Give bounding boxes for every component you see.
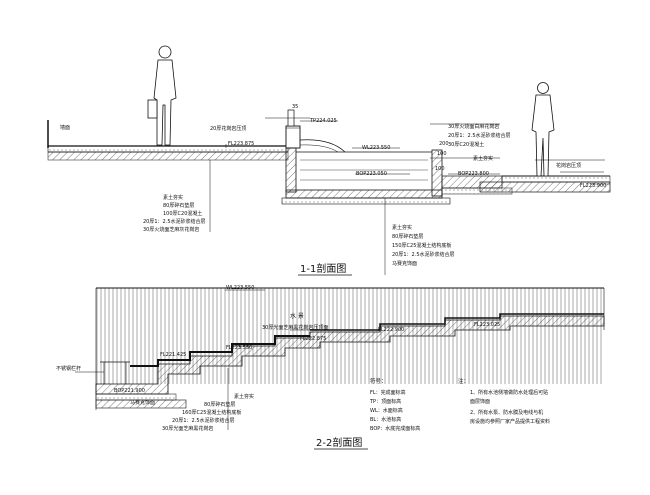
left-layer-text: 80厚碎石垫层 [163,202,194,209]
bop-right-label: BOP223.800 [458,171,489,177]
dim-a-label: 35 [292,104,298,110]
right-layer-text: 30厚火烧面白麻花岗岩 [448,123,499,130]
grass-label: 花岗岩压顶 [556,162,581,169]
bottom-layer-callouts: 素土夯实 80厚碎石垫层 150厚C25混凝土结构底板 20厚1：2.5水泥砂浆… [392,224,455,267]
fl-left-label: FL223.875 [228,141,254,147]
right-layer-callouts: 30厚火烧面白麻花岗岩 20厚1：2.5水泥砂浆结合层 30厚C20混凝土 素土… [448,123,511,162]
note-line: 面层饰面 [470,398,490,405]
wall-label: 墙面 [60,124,70,131]
fl-2-2-5-label: FL223.025 [474,322,500,328]
note-line: 2、所有水泵、防水膜及电线与机 [470,409,543,416]
symbol-legend: 符号： FL：完成面标高 TP：顶面标高 WL：水面标高 BL：水池标高 BOP… [369,377,420,432]
fl-2-2-4-label: FL222.900 [378,327,404,333]
layer-text: 80厚碎石垫层 [204,401,235,408]
bottom-layer-text: 20厚1：2.5水泥砂浆结合层 [392,251,455,258]
fl-right-label: FL223.900 [580,183,606,189]
bop-pool-label: BOP223.050 [356,171,387,177]
section-title-2-2: 2-2剖面图 [316,436,362,449]
legend-item: WL：水面标高 [370,407,403,414]
notes: 注： 1、所有水池侧墙做防水处理后可贴 面层饰面 2、所有水泵、防水膜及电线与机… [458,377,550,425]
layer-text: 素土夯实 [234,393,254,400]
bottom-layer-text: 150厚C25混凝土结构底板 [392,242,451,249]
section-title-1-1: 1-1剖面图 [300,262,346,275]
bottom-layer-text: 80厚碎石垫层 [392,233,423,240]
fl-2-2-1-label: FL221.425 [160,352,186,358]
left-layer-text: 100厚C20混凝土 [163,210,202,217]
left-layer-text: 20厚1：2.5水泥砂浆结合层 [143,218,206,225]
person-figure-left [147,45,177,146]
edge-label: 20厚花岗岩压顶 [210,125,246,132]
railing-label: 不锈钢栏杆 [56,365,81,372]
notes-heading: 注： [458,377,469,385]
right-layer-text: 素土夯实 [473,155,493,162]
person-figure-right [531,82,555,177]
dim-d-label: 100 [435,166,445,172]
section-1-1: 墙面 20厚花岗岩压顶 FL223.875 TP224.025 WL223.55… [47,45,611,276]
dim-c-label: 100 [437,151,447,157]
edge-2-2-label: 30厚光面芝麻黑花岗岩压顶面 [262,324,328,331]
fl-2-2-3-label: FL222.875 [300,336,326,342]
layer-text: 160厚C25混凝土结构底板 [182,409,241,416]
legend-heading: 符号： [370,377,387,385]
left-layer-callouts: 素土夯实 80厚碎石垫层 100厚C20混凝土 20厚1：2.5水泥砂浆结合层 … [143,194,206,233]
note-line: 房设施均参照厂家产品提供工程资料 [470,418,550,425]
legend-item: TP：顶面标高 [369,398,401,405]
note-line: 1、所有水池侧墙做防水处理后可贴 [470,389,548,396]
legend-item: BL：水池标高 [370,416,401,423]
right-layer-text: 30厚C20混凝土 [448,141,484,148]
tp-label: TP224.025 [309,118,337,124]
section-2-2: WL223.550 水 景 30厚光面芝麻黑花岗岩压顶面 不锈钢栏杆 FL221… [56,285,605,450]
left-layer-text: 素土夯实 [163,194,183,201]
wl-2-2-label: WL223.550 [226,285,254,291]
section-2-2-layer-callouts: 素土夯实 80厚碎石垫层 160厚C25混凝土结构底板 20厚1：2.5水泥砂浆… [162,393,254,432]
layer-text: 30厚光面芝麻黑花岗岩 [162,425,213,432]
mosaic-label: 马赛克饰面 [130,399,155,406]
legend-item: BOP：水底完成面标高 [370,425,420,432]
fl-2-2-2-label: FL223.550 [226,345,252,351]
bop-2-2-label: BOP221.900 [114,388,145,394]
bottom-layer-text: 马赛克饰面 [392,260,417,267]
legend-item: FL：完成面标高 [370,389,406,396]
left-layer-text: 30厚火烧面芝麻灰花岗岩 [143,226,199,233]
bottom-layer-text: 素土夯实 [392,224,412,231]
right-layer-text: 20厚1：2.5水泥砂浆结合层 [448,132,511,139]
dim-b-label: 200 [439,141,449,147]
wl-label: WL223.550 [362,145,390,151]
water-label: 水 景 [290,312,304,320]
layer-text: 20厚1：2.5水泥砂浆结合层 [172,417,235,424]
